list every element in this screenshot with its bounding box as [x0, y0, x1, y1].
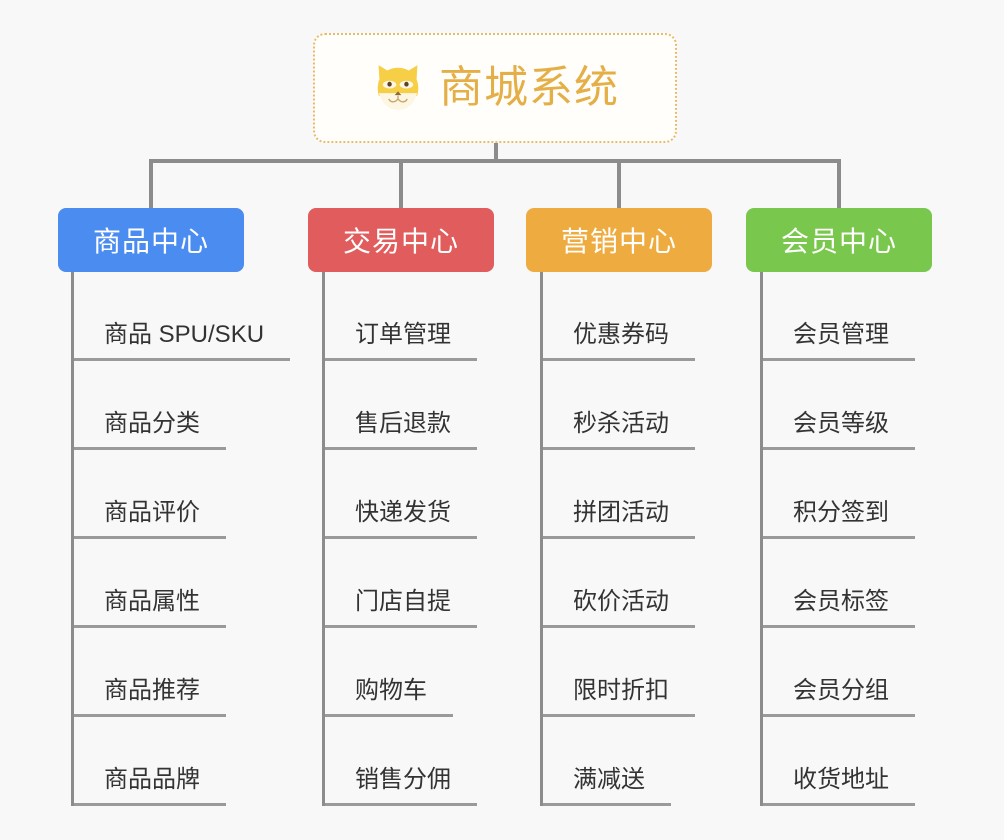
leaf-label: 售后退款	[325, 409, 477, 450]
connector-horizontal-bus	[149, 159, 841, 163]
leaf-label: 门店自提	[325, 587, 477, 628]
list-item[interactable]: 门店自提	[325, 539, 530, 628]
branch-header-trade[interactable]: 交易中心	[308, 208, 494, 272]
list-item[interactable]: 会员分组	[763, 628, 968, 717]
leaf-label: 商品评价	[74, 498, 226, 539]
leaf-label: 满减送	[543, 765, 671, 806]
branch-column-product: 商品中心 商品 SPU/SKU 商品分类 商品评价 商品属性 商品推荐 商品品牌	[58, 208, 291, 806]
branch-header-product[interactable]: 商品中心	[58, 208, 244, 272]
list-item[interactable]: 订单管理	[325, 272, 530, 361]
list-item[interactable]: 销售分佣	[325, 717, 530, 806]
branch-header-marketing[interactable]: 营销中心	[526, 208, 712, 272]
leaf-label: 积分签到	[763, 498, 915, 539]
list-item[interactable]: 收货地址	[763, 717, 968, 806]
list-item[interactable]: 商品品牌	[74, 717, 288, 806]
root-title: 商城系统	[439, 63, 619, 112]
leaf-label: 销售分佣	[325, 765, 477, 806]
list-item[interactable]: 商品属性	[74, 539, 288, 628]
list-item[interactable]: 优惠券码	[543, 272, 748, 361]
leaf-label: 商品分类	[74, 409, 226, 450]
list-item[interactable]: 拼团活动	[543, 450, 748, 539]
list-item[interactable]: 满减送	[543, 717, 748, 806]
list-item[interactable]: 购物车	[325, 628, 530, 717]
branch-header-member[interactable]: 会员中心	[746, 208, 932, 272]
connector-drop-1	[149, 159, 153, 209]
list-item[interactable]: 商品评价	[74, 450, 288, 539]
connector-drop-4	[837, 159, 841, 209]
leaf-label: 砍价活动	[543, 587, 695, 628]
leaf-label: 商品 SPU/SKU	[74, 320, 291, 361]
list-item[interactable]: 商品 SPU/SKU	[74, 272, 291, 361]
leaf-list-member: 会员管理 会员等级 积分签到 会员标签 会员分组 收货地址	[760, 272, 968, 806]
list-item[interactable]: 会员标签	[763, 539, 968, 628]
leaf-list-marketing: 优惠券码 秒杀活动 拼团活动 砍价活动 限时折扣 满减送	[540, 272, 748, 806]
list-item[interactable]: 会员管理	[763, 272, 968, 361]
leaf-label: 会员管理	[763, 320, 915, 361]
list-item[interactable]: 秒杀活动	[543, 361, 748, 450]
branch-column-trade: 交易中心 订单管理 售后退款 快递发货 门店自提 购物车 销售分佣	[308, 208, 530, 806]
list-item[interactable]: 积分签到	[763, 450, 968, 539]
list-item[interactable]: 限时折扣	[543, 628, 748, 717]
leaf-label: 秒杀活动	[543, 409, 695, 450]
list-item[interactable]: 售后退款	[325, 361, 530, 450]
leaf-list-trade: 订单管理 售后退款 快递发货 门店自提 购物车 销售分佣	[322, 272, 530, 806]
list-item[interactable]: 会员等级	[763, 361, 968, 450]
connector-drop-3	[617, 159, 621, 209]
list-item[interactable]: 商品推荐	[74, 628, 288, 717]
leaf-label: 商品属性	[74, 587, 226, 628]
leaf-label: 收货地址	[763, 765, 915, 806]
leaf-label: 会员标签	[763, 587, 915, 628]
list-item[interactable]: 商品分类	[74, 361, 288, 450]
connector-root-stem	[494, 143, 498, 163]
leaf-label: 限时折扣	[543, 676, 695, 717]
leaf-label: 会员等级	[763, 409, 915, 450]
connector-drop-2	[399, 159, 403, 209]
shiba-dog-face-icon	[377, 65, 419, 110]
list-item[interactable]: 砍价活动	[543, 539, 748, 628]
leaf-list-product: 商品 SPU/SKU 商品分类 商品评价 商品属性 商品推荐 商品品牌	[71, 272, 291, 806]
leaf-label: 会员分组	[763, 676, 915, 717]
leaf-label: 购物车	[325, 676, 453, 717]
branch-column-member: 会员中心 会员管理 会员等级 积分签到 会员标签 会员分组 收货地址	[746, 208, 968, 806]
leaf-label: 优惠券码	[543, 320, 695, 361]
root-node[interactable]: 商城系统	[313, 33, 677, 143]
leaf-label: 商品品牌	[74, 765, 226, 806]
leaf-label: 快递发货	[325, 498, 477, 539]
leaf-label: 订单管理	[325, 320, 477, 361]
list-item[interactable]: 快递发货	[325, 450, 530, 539]
leaf-label: 拼团活动	[543, 498, 695, 539]
branch-column-marketing: 营销中心 优惠券码 秒杀活动 拼团活动 砍价活动 限时折扣 满减送	[526, 208, 748, 806]
leaf-label: 商品推荐	[74, 676, 226, 717]
